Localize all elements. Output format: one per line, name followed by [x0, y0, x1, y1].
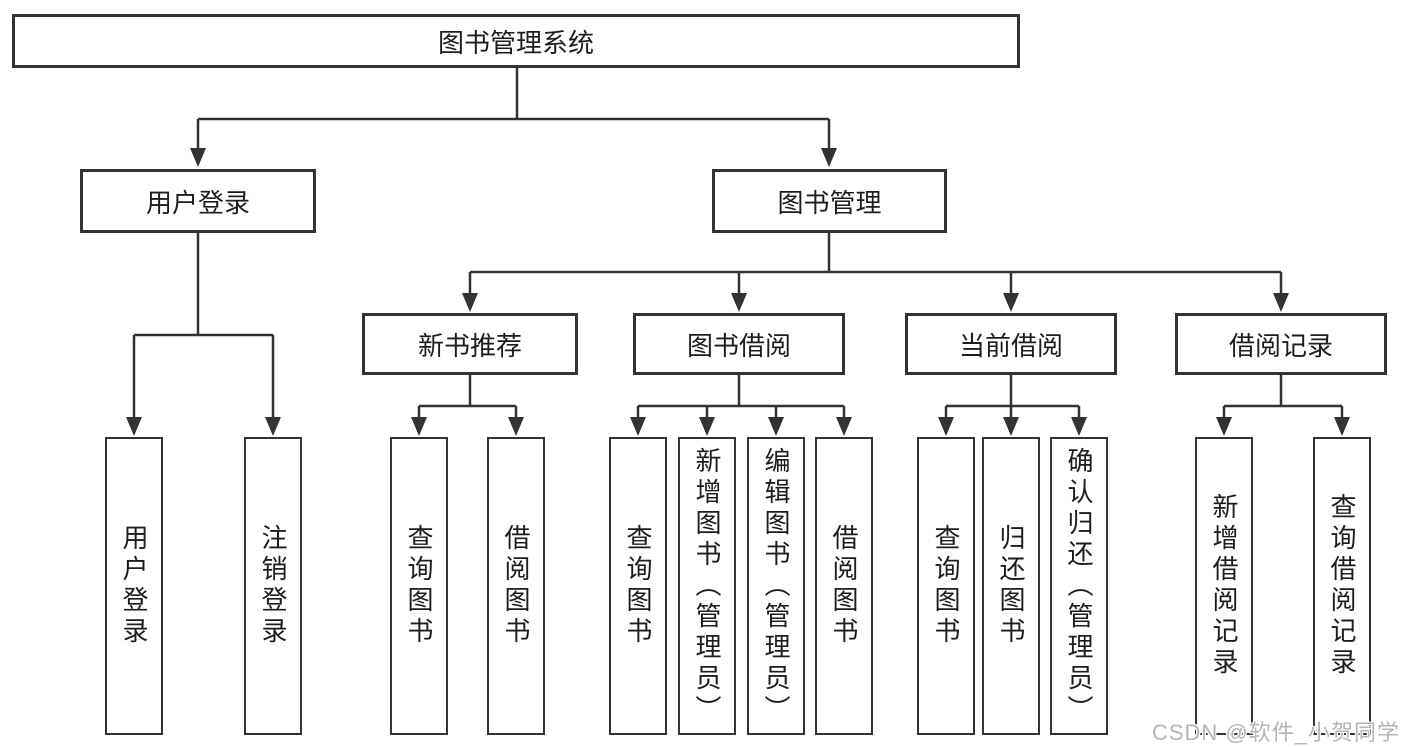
arrowheads	[126, 148, 1350, 436]
arrow-down-icon	[411, 417, 427, 436]
leaf-query-books-borrow: 查询图书	[609, 437, 667, 735]
arrow-down-icon	[126, 417, 142, 436]
arrow-down-icon	[1003, 293, 1019, 312]
node-user-login: 用户登录	[80, 169, 316, 233]
node-label: 编辑图书（管理员）	[761, 446, 791, 726]
arrow-down-icon	[731, 293, 747, 312]
node-library-management-system: 图书管理系统	[12, 14, 1020, 68]
arrow-down-icon	[836, 417, 852, 436]
leaf-edit-book-admin: 编辑图书（管理员）	[747, 437, 805, 735]
arrow-down-icon	[462, 293, 478, 312]
leaf-return-book: 归还图书	[982, 437, 1040, 735]
arrow-down-icon	[1071, 417, 1087, 436]
arrow-down-icon	[265, 417, 281, 436]
arrow-down-icon	[699, 417, 715, 436]
leaf-user-login: 用户登录	[105, 437, 163, 735]
node-new-book-recommendation: 新书推荐	[362, 313, 578, 375]
leaf-add-borrowing-record: 新增借阅记录	[1195, 437, 1253, 735]
node-label: 归还图书	[996, 524, 1026, 648]
node-label: 查询借阅记录	[1327, 493, 1357, 679]
node-label: 图书借阅	[686, 330, 791, 361]
node-label: 查询图书	[623, 524, 653, 648]
node-label: 注销登录	[258, 524, 288, 648]
leaf-borrow-books-recommend: 借阅图书	[487, 437, 545, 735]
connector-paths	[132, 68, 1344, 420]
arrow-down-icon	[938, 417, 954, 436]
node-book-management: 图书管理	[712, 169, 947, 233]
node-label: 确认归还（管理员）	[1064, 446, 1094, 726]
leaf-borrow-books: 借阅图书	[815, 437, 873, 735]
arrow-down-icon	[508, 417, 524, 436]
arrow-down-icon	[1273, 293, 1289, 312]
node-current-borrowing: 当前借阅	[905, 313, 1117, 375]
arrow-down-icon	[1216, 417, 1232, 436]
arrow-down-icon	[630, 417, 646, 436]
arrow-down-icon	[1003, 417, 1019, 436]
leaf-confirm-return-admin: 确认归还（管理员）	[1050, 437, 1108, 735]
node-label: 用户登录	[119, 524, 149, 648]
node-label: 新增借阅记录	[1209, 493, 1239, 679]
node-borrowing-records: 借阅记录	[1175, 313, 1387, 375]
leaf-query-books-recommend: 查询图书	[390, 437, 448, 735]
node-label: 借阅图书	[829, 524, 859, 648]
arrow-down-icon	[821, 148, 837, 167]
node-label: 查询图书	[404, 524, 434, 648]
node-label: 借阅记录	[1228, 330, 1333, 361]
arrow-down-icon	[190, 148, 206, 167]
node-label: 用户登录	[145, 187, 250, 218]
node-book-borrowing: 图书借阅	[633, 313, 845, 375]
leaf-query-books-current: 查询图书	[917, 437, 975, 735]
arrow-down-icon	[768, 417, 784, 436]
node-label: 图书管理系统	[437, 27, 594, 58]
leaf-logout: 注销登录	[244, 437, 302, 735]
node-label: 新增图书（管理员）	[692, 446, 722, 726]
leaf-add-book-admin: 新增图书（管理员）	[678, 437, 736, 735]
node-label: 当前借阅	[958, 330, 1063, 361]
node-label: 查询图书	[931, 524, 961, 648]
arrow-down-icon	[1334, 417, 1350, 436]
node-label: 图书管理	[777, 187, 882, 218]
node-label: 新书推荐	[417, 330, 522, 361]
leaf-query-borrowing-record: 查询借阅记录	[1313, 437, 1371, 735]
node-label: 借阅图书	[501, 524, 531, 648]
